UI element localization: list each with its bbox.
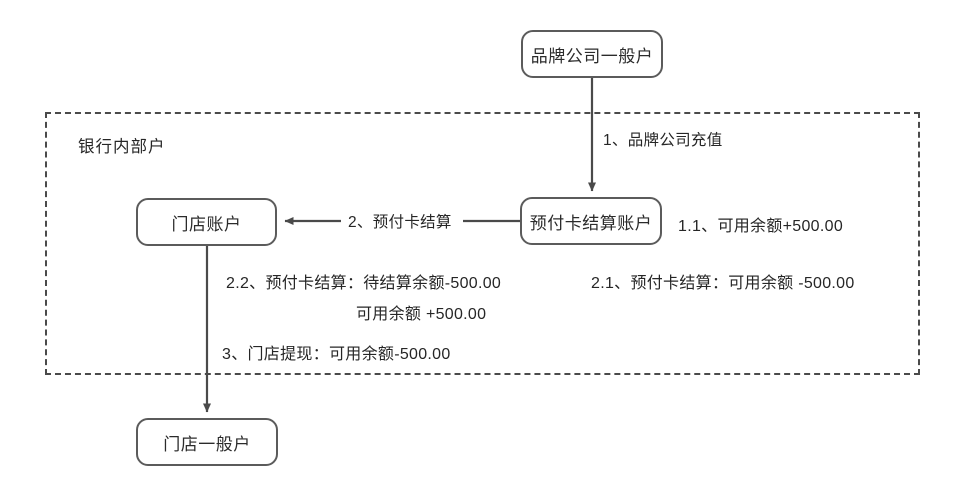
node-store-general-account-label: 门店一般户 <box>163 434 251 454</box>
node-brand-general-account[interactable]: 品牌公司一般户 <box>521 30 663 78</box>
bank-internal-group-box <box>45 112 920 375</box>
bank-internal-group-title: 银行内部户 <box>78 138 166 156</box>
node-store-account-label: 门店账户 <box>171 214 242 234</box>
node-store-account[interactable]: 门店账户 <box>136 198 277 246</box>
annotation-step-3: 3、门店提现：可用余额-500.00 <box>219 340 454 364</box>
node-prepaid-settlement-account[interactable]: 预付卡结算账户 <box>520 197 662 245</box>
edge-label-prepaid-settlement: 2、预付卡结算 <box>345 210 455 232</box>
node-brand-general-account-label: 品牌公司一般户 <box>530 46 654 66</box>
node-store-general-account[interactable]: 门店一般户 <box>136 418 278 466</box>
annotation-step-2-1: 2.1、预付卡结算：可用余额 -500.00 <box>588 269 858 293</box>
annotation-step-2-2-line-1: 2.2、预付卡结算：待结算余额-500.00 <box>223 269 505 293</box>
annotation-available-balance-plus: 1.1、可用余额+500.00 <box>675 212 847 236</box>
annotation-step-2-2-line-2: 可用余额 +500.00 <box>353 300 490 324</box>
edge-label-recharge: 1、品牌公司充值 <box>600 128 726 150</box>
node-prepaid-settlement-account-label: 预付卡结算账户 <box>529 213 653 233</box>
